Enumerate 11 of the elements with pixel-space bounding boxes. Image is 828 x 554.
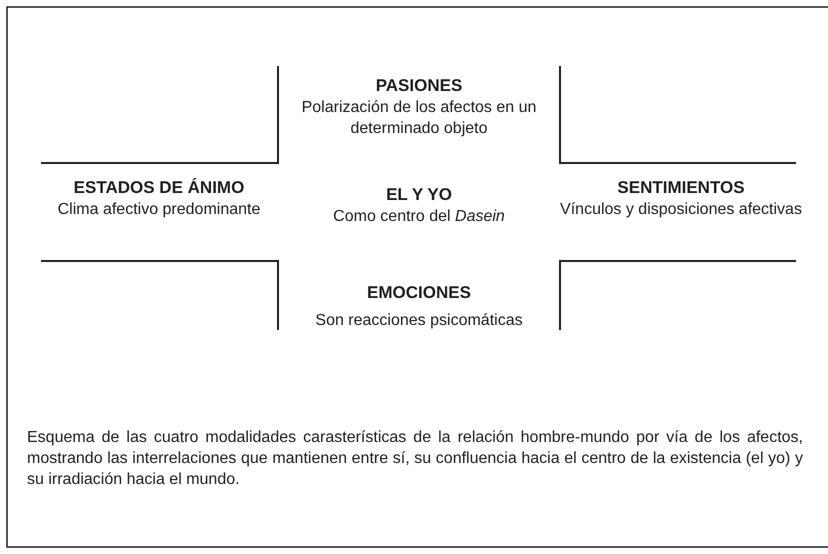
section-description: Vínculos y disposiciones afectivas (559, 200, 803, 220)
section-description: Como centro del Dasein (332, 207, 506, 227)
caption: Esquema de las cuatro modalidades carasterísticas de la relación hombre-mundo por vía de los afectos, mostrando las interrelaciones que mantienen entre sí, su confluencia hacia el centro de la existencia (el yo) y su irradiación hacia el mundo. (27, 428, 803, 490)
section-heading: EL Y YO (385, 184, 453, 206)
section-heading: EMOCIONES (366, 282, 472, 304)
section-description: Son reacciones psicomáticas (314, 311, 524, 331)
section-heading: PASIONES (374, 75, 464, 97)
section-description: Clima afectivo predominante (56, 200, 262, 220)
section-heading: ESTADOS DE ÁNIMO (72, 177, 246, 199)
section-description: Polarización de los afectos en un determinado objeto (300, 98, 538, 139)
section-heading: SENTIMIENTOS (616, 177, 746, 199)
